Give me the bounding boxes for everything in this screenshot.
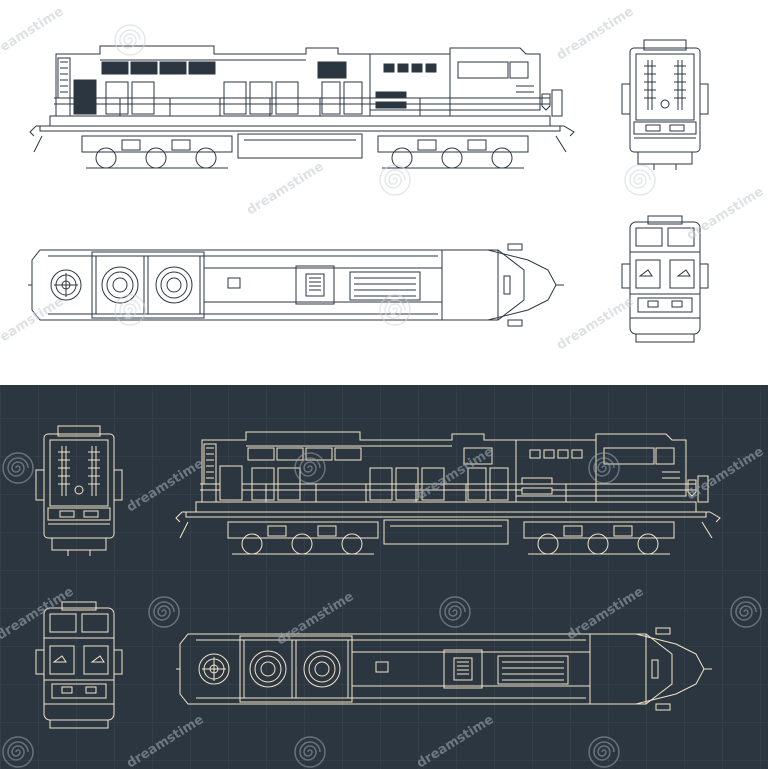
- watermark-text: dreamstime: [684, 184, 766, 243]
- rear-elevation-top: [621, 39, 709, 171]
- watermark-text: dreamstime: [0, 294, 67, 353]
- watermark-text: dreamstime: [244, 159, 326, 218]
- side-elevation-top: [29, 45, 575, 169]
- watermark-text: dreamstime: [554, 4, 636, 63]
- roof-plan-top: [27, 243, 565, 327]
- watermark-text: dreamstime: [554, 294, 636, 353]
- watermark-text: dreamstime: [0, 4, 67, 63]
- grid-background: [0, 385, 768, 769]
- top-views: [27, 39, 709, 343]
